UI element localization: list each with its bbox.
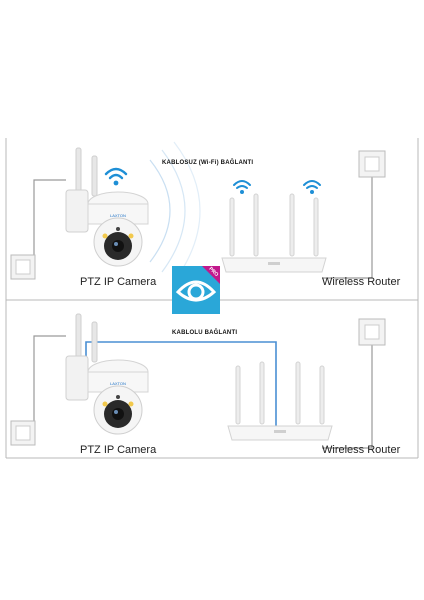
ptz-camera-icon: LAXTON [65, 313, 149, 435]
router-label: Wireless Router [322, 276, 401, 288]
wall-outlet-icon [10, 420, 36, 446]
wifi-connection-caption: KABLOSUZ (Wi-Fi) BAĞLANTI [162, 160, 254, 166]
wifi-signal-icon [303, 180, 321, 194]
wifi-signal-icon [104, 167, 128, 186]
wired-connection-caption: KABLOLU BAĞLANTI [172, 330, 238, 336]
svg-text:LAXTON: LAXTON [110, 381, 126, 386]
wall-outlet-icon [10, 254, 36, 280]
wall-outlet-icon [358, 318, 386, 346]
eye-logo-icon [172, 266, 220, 314]
router-icon [227, 361, 333, 441]
wall-outlet-icon [358, 150, 386, 178]
wifi-signal-icon [233, 180, 251, 194]
router-label: Wireless Router [322, 444, 401, 456]
camera-label: PTZ IP Camera [80, 276, 157, 288]
app-logo: PRO [172, 266, 220, 314]
svg-text:LAXTON: LAXTON [110, 213, 126, 218]
ptz-camera-icon: LAXTON [65, 147, 149, 267]
router-icon [221, 193, 327, 273]
camera-label: PTZ IP Camera [80, 444, 157, 456]
